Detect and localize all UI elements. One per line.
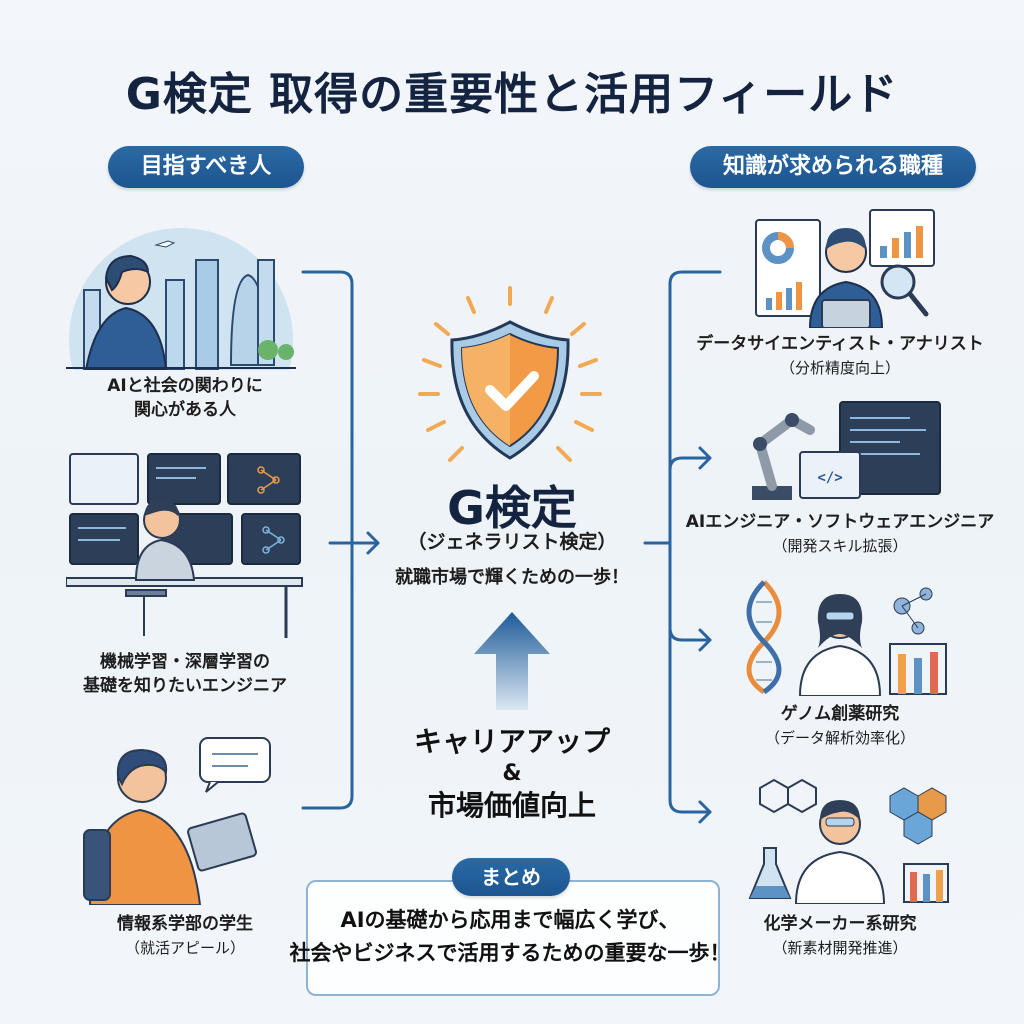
right-item-4-caption: 化学メーカー系研究 （新素材開発推進） (690, 912, 990, 960)
data-analyst-illustration (755, 209, 935, 328)
right-item-4-line2: （新素材開発推進） (772, 939, 908, 957)
left-item-3-line1: 情報系学部の学生 (117, 914, 253, 934)
right-item-4-line1: 化学メーカー系研究 (763, 914, 917, 934)
svg-text:</>: </> (817, 470, 842, 486)
dna-researcher-illustration (746, 580, 947, 696)
left-item-3-caption: 情報系学部の学生 （就活アピール） (40, 912, 330, 960)
chemist-illustration (748, 778, 949, 904)
right-item-1-caption: データサイエンティスト・アナリスト （分析精度向上） (670, 332, 1010, 380)
right-item-1-line1: データサイエンティスト・アナリスト (696, 334, 984, 354)
left-item-2-caption: 機械学習・深層学習の 基礎を知りたいエンジニア (40, 650, 330, 698)
page-title: G検定 取得の重要性と活用フィールド (125, 69, 899, 120)
summary-label: まとめ (452, 858, 570, 896)
left-item-1-line2: 関心がある人 (134, 400, 236, 420)
center-tagline: 就職市場で輝くための一歩！ (395, 567, 629, 588)
summary-line2: 社会やビジネスで活用するための重要な一歩！ (289, 941, 731, 965)
right-item-2-line1: AIエンジニア・ソフトウェアエンジニア (685, 512, 995, 532)
career-amp: & (502, 761, 522, 786)
summary-text: AIの基礎から応用まで幅広く学び、 社会やビジネスで活用するための重要な一歩！ (250, 904, 770, 970)
right-arrow-1 (668, 446, 712, 472)
engineer-monitors-illustration (66, 453, 303, 638)
right-section-header: 知識が求められる職種 (690, 146, 976, 188)
right-arrow-3 (698, 800, 712, 824)
summary-line1: AIの基礎から応用まで幅広く学び、 (340, 908, 680, 932)
right-item-2-caption: AIエンジニア・ソフトウェアエンジニア （開発スキル拡張） (670, 510, 1010, 558)
right-item-3-caption: ゲノム創薬研究 （データ解析効率化） (690, 702, 990, 750)
up-arrow-icon (474, 612, 550, 710)
career-line1: キャリアアップ (413, 725, 610, 758)
center-title: G検定 (447, 481, 577, 535)
student-tablet-illustration (83, 737, 271, 905)
left-arrow (328, 531, 380, 555)
right-arrow-2 (668, 626, 712, 652)
left-bracket (301, 270, 354, 810)
career-text: キャリアアップ & 市場価値向上 (380, 724, 644, 824)
left-item-3-line2: （就活アピール） (124, 939, 245, 957)
city-person-illustration (66, 228, 296, 370)
career-line2: 市場価値向上 (427, 789, 596, 822)
left-item-2-line2: 基礎を知りたいエンジニア (83, 676, 287, 696)
right-item-3-line2: （データ解析効率化） (764, 729, 915, 747)
right-item-2-line2: （開発スキル拡張） (772, 537, 908, 555)
center-subtitle: （ジェネラリスト検定） (407, 531, 617, 553)
right-bracket (668, 270, 722, 814)
robot-arm-code-illustration: </> (752, 401, 941, 500)
left-item-1-line1: AIと社会の関わりに (107, 376, 263, 396)
shield-check-icon (418, 286, 602, 462)
right-item-1-line2: （分析精度向上） (779, 359, 900, 377)
right-item-3-line1: ゲノム創薬研究 (780, 704, 900, 724)
left-item-2-line1: 機械学習・深層学習の (100, 652, 270, 672)
left-section-header: 目指すべき人 (108, 146, 304, 188)
left-item-1-caption: AIと社会の関わりに 関心がある人 (40, 374, 330, 422)
